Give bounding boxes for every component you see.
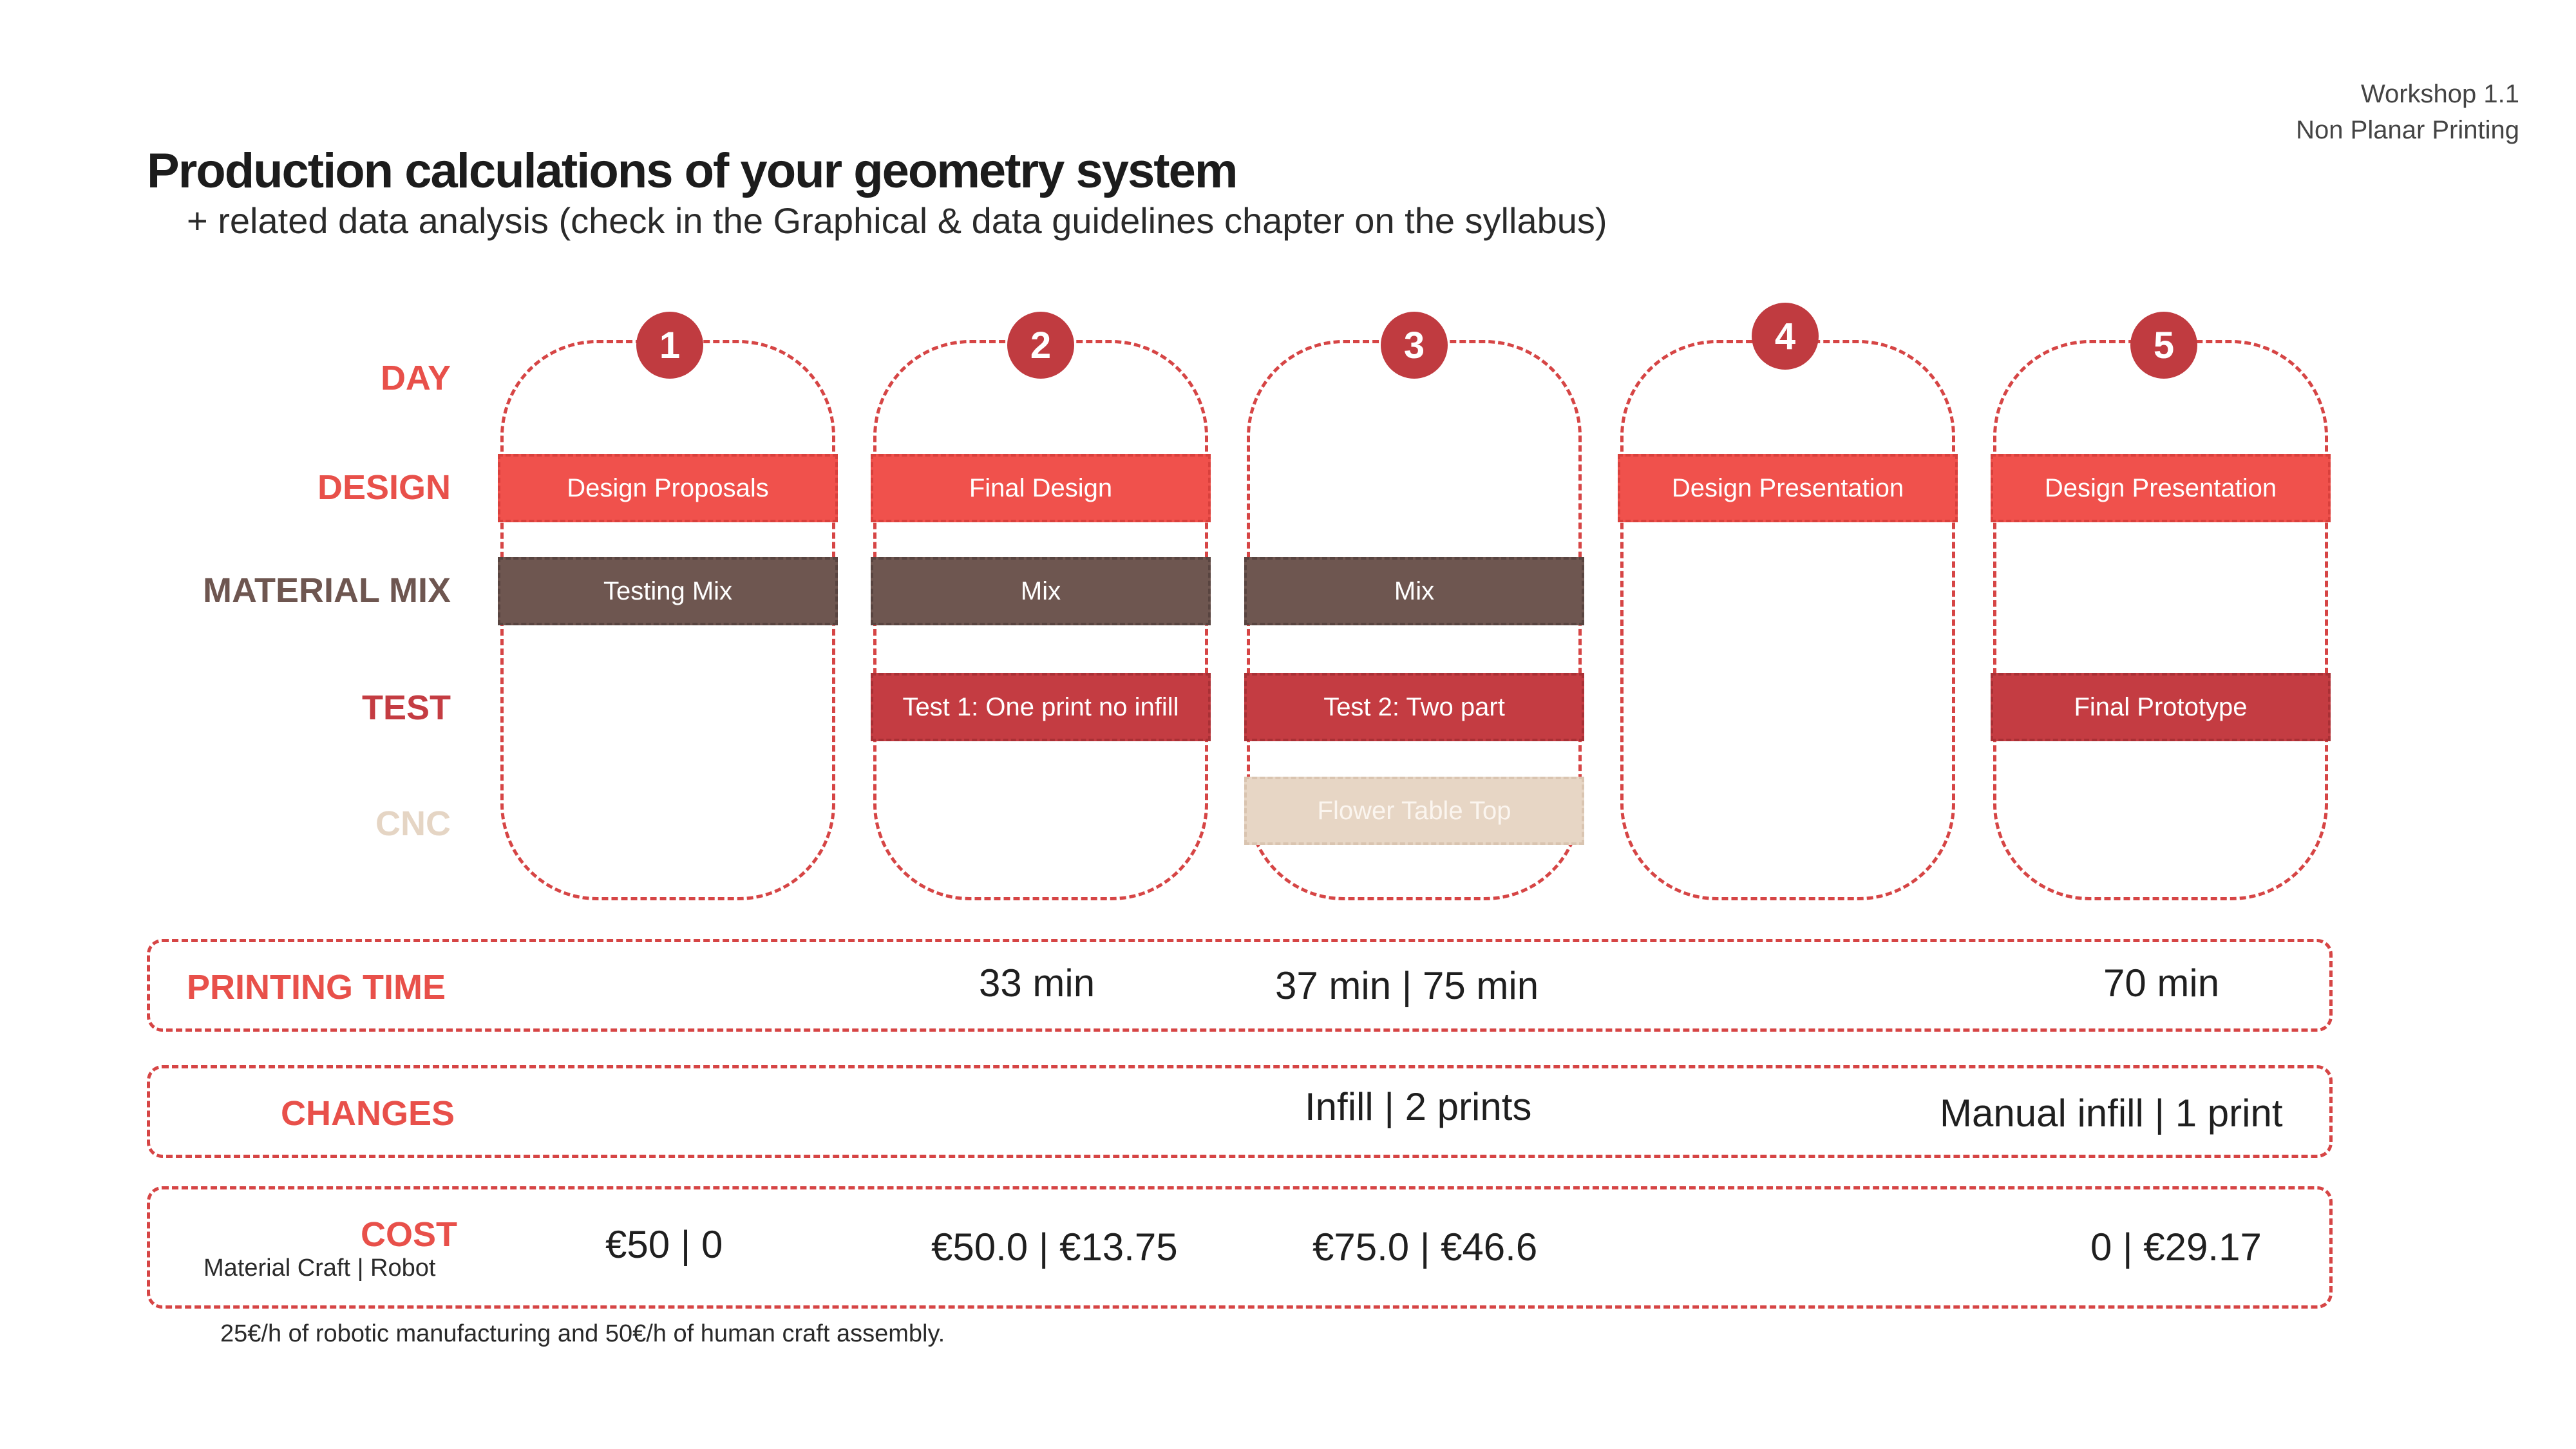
cost-sublabel: Material Craft | Robot [204,1255,436,1282]
cost-day-3: €75.0 | €46.6 [1312,1226,1538,1269]
changes-box [147,1065,2333,1158]
test-bar-day-2: Test 1: One print no infill [871,673,1211,741]
day-number-3: 3 [1381,312,1448,379]
printing-time-day-5: 70 min [2103,961,2220,1005]
changes-day-5: Manual infill | 1 print [1940,1092,2283,1135]
row-label-test: TEST [361,688,451,727]
cost-day-2: €50.0 | €13.75 [931,1226,1178,1269]
design-bar-day-4: Design Presentation [1618,454,1958,522]
day-column-4 [1620,340,1955,900]
page-subtitle: + related data analysis (check in the Gr… [187,200,1607,241]
cost-day-1: €50 | 0 [605,1223,723,1266]
printing-time-day-3: 37 min | 75 min [1275,964,1539,1007]
design-bar-day-1: Design Proposals [498,454,838,522]
cost-label: COST [361,1215,458,1254]
footnote: 25€/h of robotic manufacturing and 50€/h… [220,1320,945,1347]
mix-bar-day-3: Mix [1244,557,1584,625]
cnc-bar-day-3: Flower Table Top [1244,777,1584,845]
mix-bar-day-2: Mix [871,557,1211,625]
cost-box [147,1186,2333,1309]
design-bar-day-2: Final Design [871,454,1211,522]
day-number-4: 4 [1752,303,1819,370]
row-label-material-mix: MATERIAL MIX [203,571,451,610]
row-label-day: DAY [380,359,451,397]
printing-time-label: PRINTING TIME [187,968,446,1007]
changes-day-3: Infill | 2 prints [1305,1085,1532,1128]
day-number-1: 1 [636,312,703,379]
printing-time-box [147,939,2333,1032]
row-label-design: DESIGN [317,468,451,507]
day-number-2: 2 [1007,312,1074,379]
design-bar-day-5: Design Presentation [1991,454,2331,522]
test-bar-day-3: Test 2: Two part [1244,673,1584,741]
workshop-label: Workshop 1.1 [2360,80,2519,108]
row-label-cnc: CNC [375,804,451,843]
cost-day-5: 0 | €29.17 [2090,1226,2262,1269]
printing-time-day-2: 33 min [979,961,1095,1005]
subject-label: Non Planar Printing [2296,116,2519,144]
mix-bar-day-1: Testing Mix [498,557,838,625]
page-title: Production calculations of your geometry… [147,144,1238,198]
changes-label: CHANGES [281,1094,455,1133]
day-column-5 [1993,340,2328,900]
day-number-5: 5 [2130,312,2197,379]
test-bar-day-5: Final Prototype [1991,673,2331,741]
